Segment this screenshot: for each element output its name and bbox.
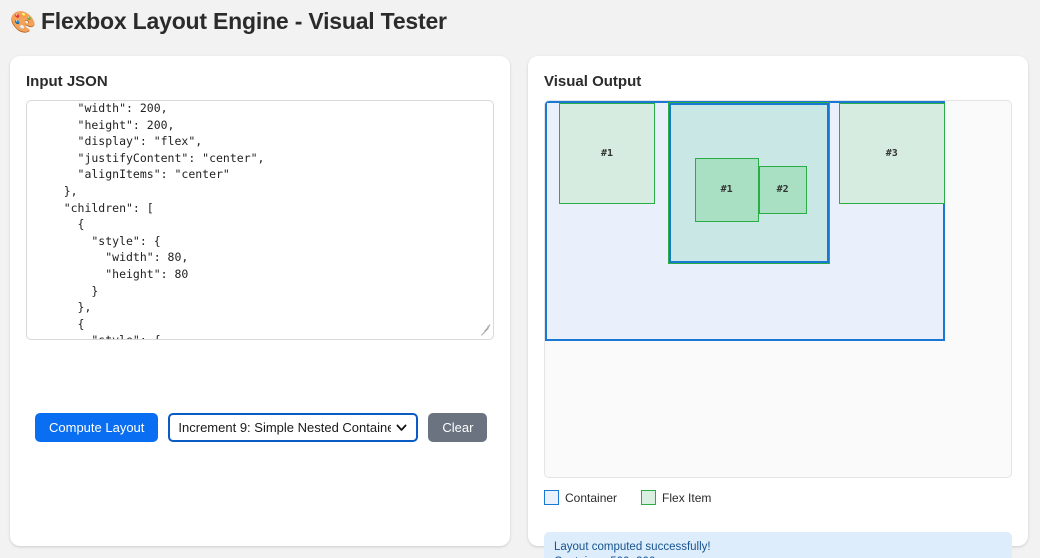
box-label: #1 — [600, 147, 614, 159]
compute-layout-button[interactable]: Compute Layout — [35, 413, 159, 442]
legend-item-flex-item: Flex Item — [641, 490, 711, 505]
page-title-text: Flexbox Layout Engine - Visual Tester — [40, 8, 447, 34]
preset-select[interactable]: Increment 9: Simple Nested Container — [168, 413, 419, 442]
visual-output-panel: Visual Output #1#2#1#2#3 Container Flex … — [528, 56, 1028, 558]
controls-row: Compute Layout Increment 9: Simple Neste… — [35, 413, 488, 442]
output-panel-title: Visual Output — [544, 73, 642, 90]
flex-item-swatch-icon — [641, 490, 657, 505]
legend-label-container: Container — [565, 490, 618, 505]
clear-button[interactable]: Clear — [428, 413, 488, 442]
input-json-panel: Input JSON "width": 200, "height": 200, … — [10, 56, 510, 546]
palette-emoji-icon: 🎨 — [10, 11, 36, 34]
preset-select-value: Increment 9: Simple Nested Container — [178, 420, 392, 435]
legend-item-container: Container — [544, 490, 617, 505]
nested-container-box: #2#1#2 — [667, 102, 830, 264]
layout-visualization: #1#2#1#2#3 — [544, 100, 1012, 478]
status-message: Layout computed successfully! Container:… — [544, 532, 1012, 558]
input-panel-title: Input JSON — [26, 73, 108, 90]
legend: Container Flex Item — [544, 490, 725, 505]
resize-grip-icon[interactable] — [479, 324, 491, 337]
status-line-2: Container: 500×300px — [554, 555, 1002, 558]
chevron-down-icon — [396, 424, 407, 431]
nested-flex-item-box-2: #2 — [758, 165, 807, 214]
flex-container-box: #1#2#1#2#3 — [545, 101, 945, 341]
box-label: #2 — [776, 184, 789, 196]
legend-label-flex-item: Flex Item — [662, 490, 712, 505]
nested-flex-item-box-1: #1 — [694, 157, 759, 222]
page-title: 🎨Flexbox Layout Engine - Visual Tester — [10, 8, 447, 35]
flex-item-box-3: #3 — [839, 103, 945, 204]
json-input-textarea[interactable]: "width": 200, "height": 200, "display": … — [26, 100, 494, 340]
container-swatch-icon — [544, 490, 559, 505]
box-label: #3 — [885, 147, 898, 159]
flex-item-box-1: #1 — [559, 103, 655, 204]
box-label: #1 — [720, 184, 733, 196]
status-line-1: Layout computed successfully! — [554, 541, 711, 553]
json-input-text: "width": 200, "height": 200, "display": … — [63, 101, 265, 339]
